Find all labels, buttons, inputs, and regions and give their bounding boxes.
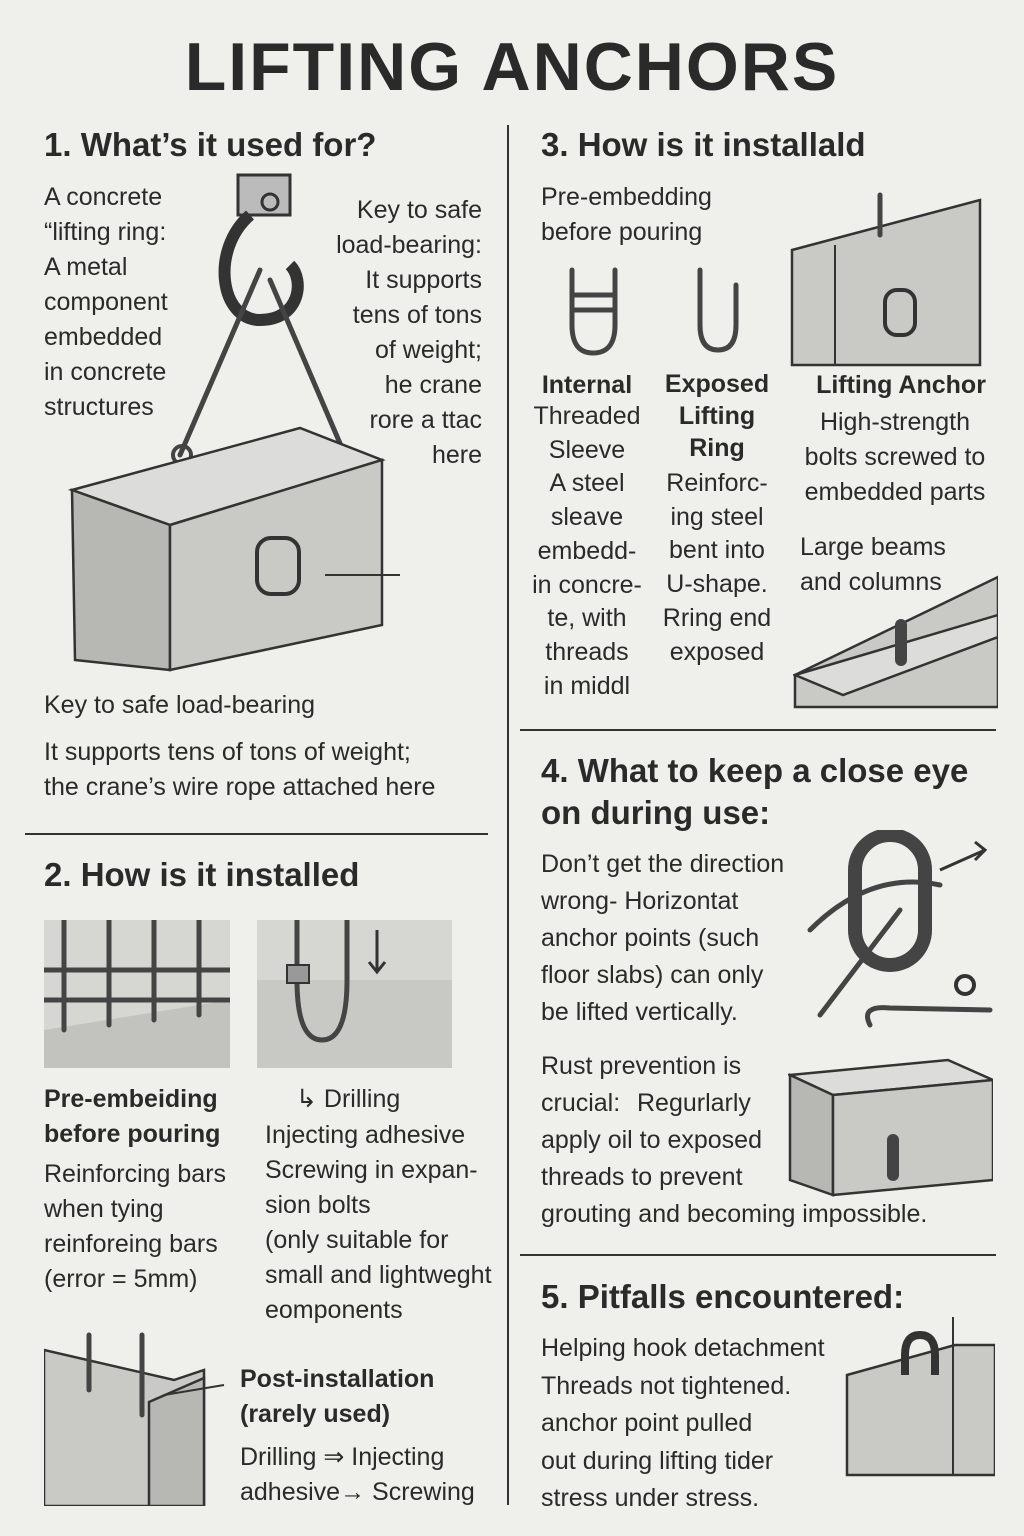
- ring-direction-illustration: [807, 830, 993, 1028]
- pre-embedding-intro: Pre-embedding before pouring: [541, 183, 712, 246]
- section-3-heading: 3. How is it installald: [541, 126, 866, 163]
- page-title: LIFTING ANCHORS: [184, 29, 840, 105]
- callout-text: Key to safe load-bearing: It supports te…: [336, 196, 482, 469]
- post-installation-illustration: [44, 1332, 225, 1506]
- pre-embedding-body: Reinforcing bars when tying reinforeing …: [44, 1160, 227, 1293]
- drilling-illustration: [257, 920, 452, 1068]
- definition-text: A concrete “lifting ring: A metal compon…: [44, 183, 168, 421]
- section-divider: [25, 833, 488, 835]
- internal-sleeve-title: Internal: [541, 371, 633, 399]
- lifting-anchor-block-illustration: [790, 192, 982, 367]
- section-5-heading: 5. Pitfalls encountered:: [541, 1278, 905, 1315]
- pitfalls-text: Helping hook detachment Threads not tigh…: [541, 1334, 825, 1512]
- section-4-heading: 4. What to keep a close eye on during us…: [541, 752, 969, 831]
- exposed-ring-title: Exposed Lifting Ring: [664, 370, 770, 462]
- rust-block-illustration: [788, 1058, 993, 1197]
- exposed-ring-body: Reinforc- ing steel bent into U-shape. R…: [662, 469, 772, 666]
- pulled-anchor-illustration: [845, 1317, 995, 1477]
- drilling-title: ↳ Drilling: [296, 1085, 401, 1113]
- crane-hook-concrete-block-illustration: [67, 173, 400, 672]
- beam-illustration: [793, 575, 998, 709]
- rebar-cage-illustration: [44, 920, 230, 1068]
- post-installation-title: Post-installation (rarely used): [240, 1365, 435, 1428]
- rust-prevention-body: Regurlarly apply oil to exposed threads …: [541, 1089, 928, 1228]
- post-installation-body: Drilling ⇒ Injecting adhesive→ Screwing: [240, 1443, 475, 1506]
- lifting-anchor-title: Lifting Anchor: [816, 371, 986, 399]
- direction-warning-text: Don’t get the direction wrong- Horizonta…: [541, 850, 785, 1026]
- internal-sleeve-body: Threaded Sleeve A steel sleave embedd- i…: [532, 402, 642, 700]
- caption-title: Key to safe load-bearing: [44, 691, 316, 719]
- section-divider: [520, 729, 996, 731]
- caption-body: It supports tens of tons of weight; the …: [44, 738, 436, 801]
- rust-prevention-title: Rust prevention is crucial:: [541, 1052, 742, 1117]
- lifting-anchor-note: Large beams and columns: [800, 533, 946, 596]
- pre-embedding-title: Pre-embeiding before pouring: [44, 1085, 221, 1148]
- section-divider: [520, 1254, 996, 1256]
- drilling-body: Injecting adhesive Screwing in expan- si…: [265, 1121, 492, 1324]
- lifting-anchor-body: High-strength bolts screwed to embedded …: [804, 408, 986, 506]
- section-2-heading: 2. How is it installed: [44, 856, 360, 893]
- column-divider: [507, 125, 509, 1505]
- sleeve-and-ring-icons: [569, 267, 739, 356]
- section-1-heading: 1. What’s it used for?: [44, 126, 377, 163]
